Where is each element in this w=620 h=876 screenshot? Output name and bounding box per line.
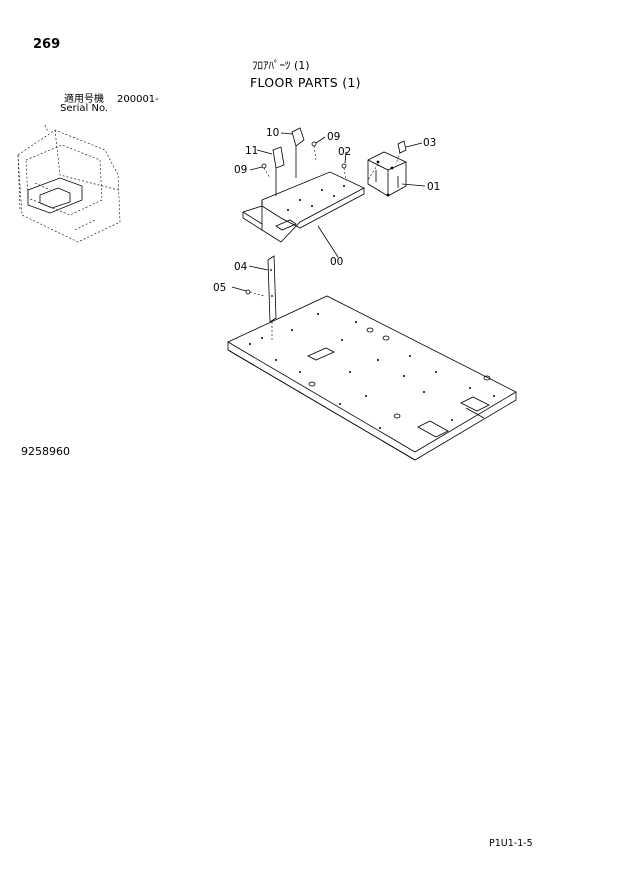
- bracket-10: [291, 127, 305, 178]
- serial-label-japanese: 適用号機: [64, 94, 104, 105]
- page-reference: P1U1-1-5: [489, 838, 533, 849]
- callout-03: 03: [423, 137, 436, 149]
- clip-03: [397, 140, 407, 154]
- callout-05: 05: [213, 282, 226, 294]
- callout-10: 10: [266, 127, 279, 139]
- upper-plate: [242, 171, 365, 243]
- serial-value: 200001-: [117, 94, 159, 105]
- machine-overview-illustration: [17, 124, 121, 243]
- drawing-number: 9258960: [21, 445, 70, 458]
- leader-lines: [231, 132, 426, 292]
- callout-09-lower: 09: [234, 164, 247, 176]
- bracket-01: [367, 151, 407, 197]
- title-english: FLOOR PARTS (1): [250, 75, 361, 90]
- callout-11: 11: [245, 145, 258, 157]
- callout-09-upper: 09: [327, 131, 340, 143]
- page-number: 269: [33, 37, 61, 52]
- floor-plate: [227, 295, 517, 461]
- serial-label-english: Serial No.: [60, 103, 109, 114]
- callout-01: 01: [427, 181, 440, 193]
- callout-04: 04: [234, 261, 248, 273]
- bar-04: [267, 255, 277, 340]
- bracket-11: [272, 146, 285, 196]
- callout-02: 02: [338, 146, 351, 158]
- fasteners: [245, 141, 401, 297]
- title-japanese: ﾌﾛｱﾊﾟｰﾂ (1): [252, 59, 310, 72]
- callout-00: 00: [330, 256, 343, 268]
